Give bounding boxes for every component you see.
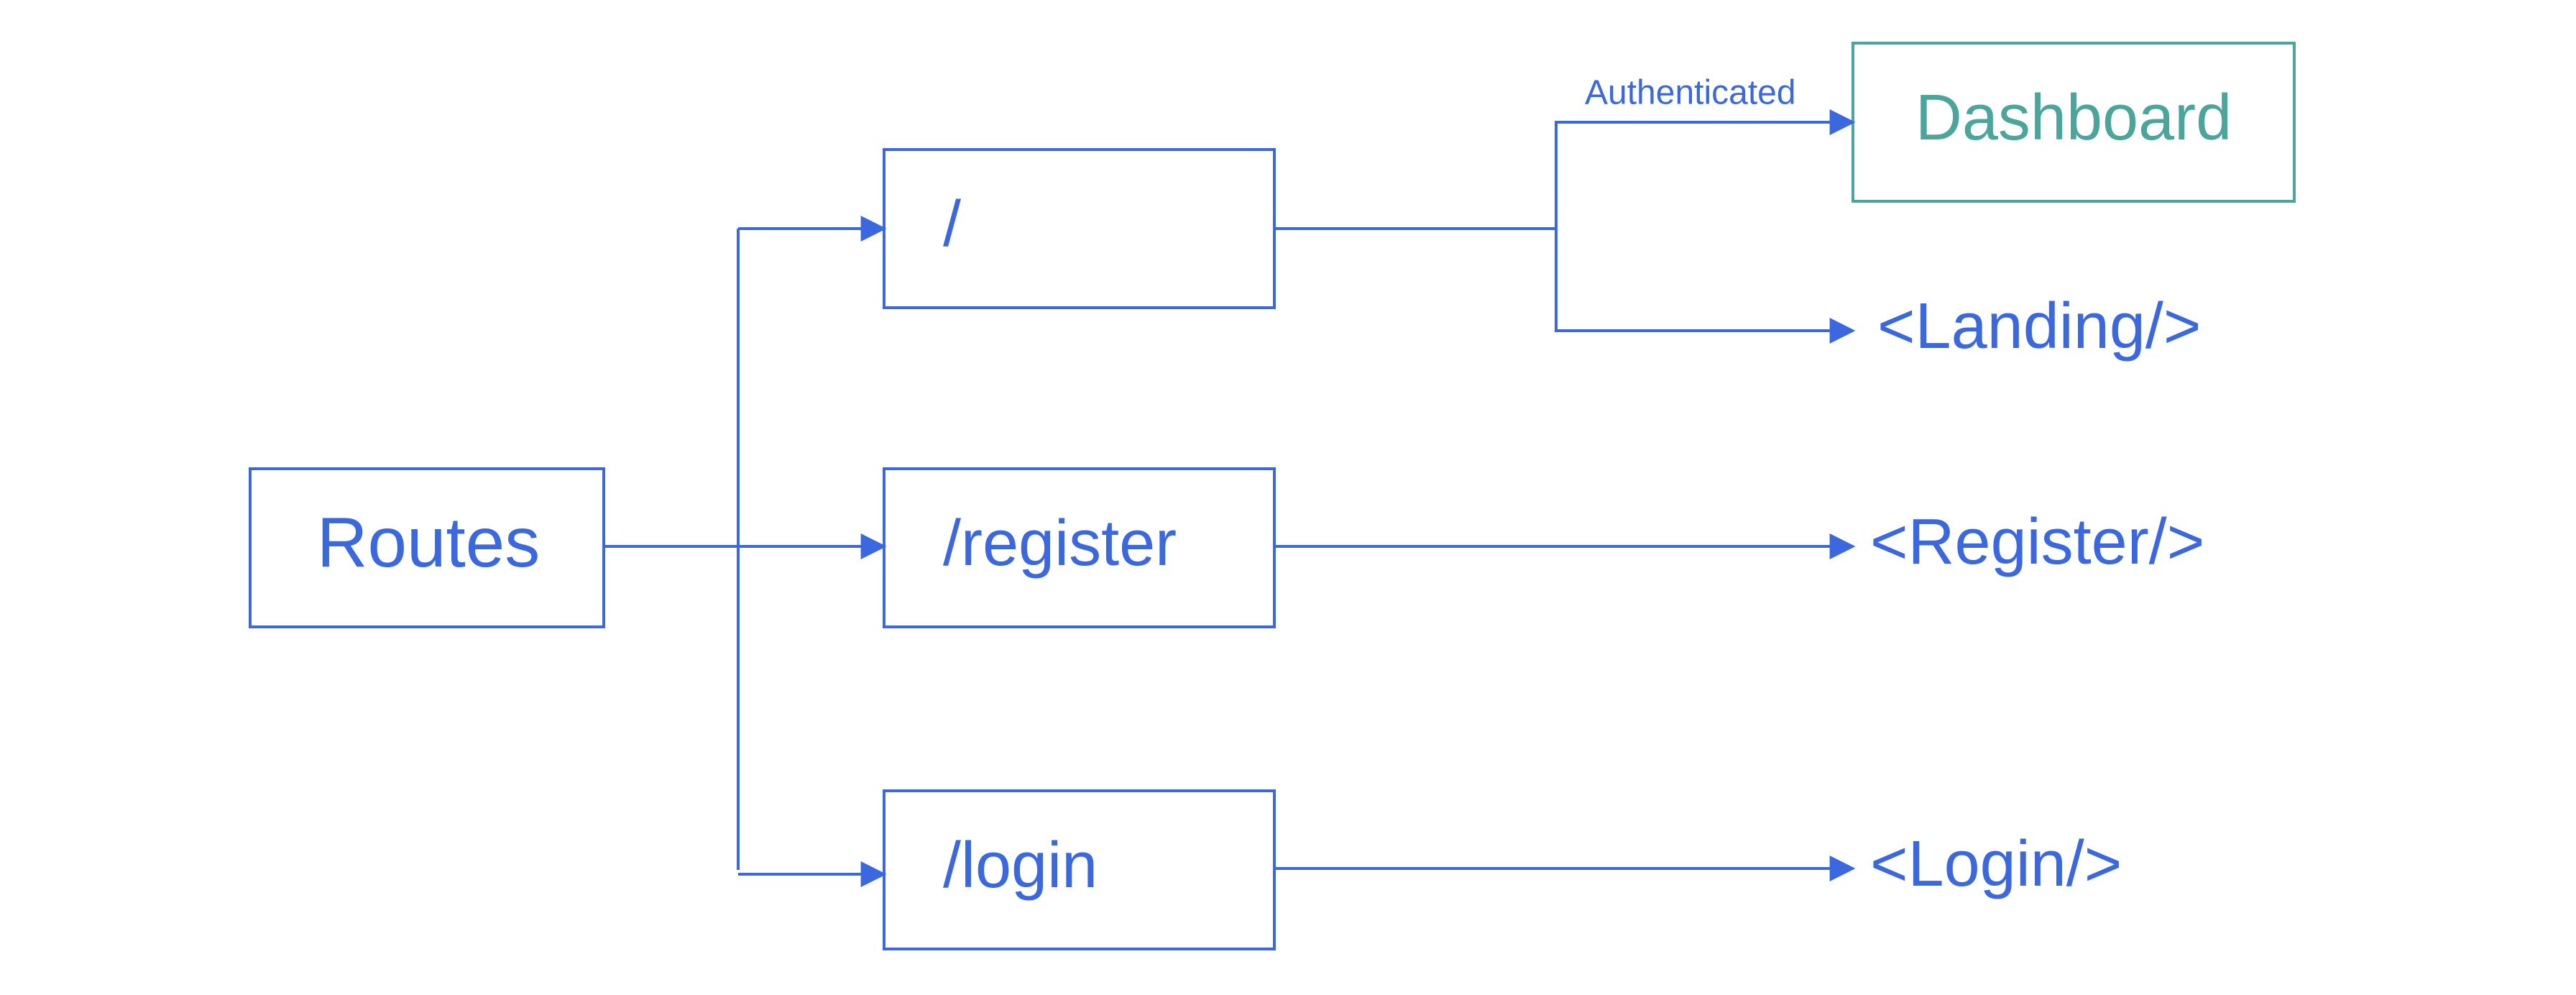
register-path-label: /register (943, 508, 1177, 579)
routes-label: Routes (317, 503, 540, 582)
root-path-label: / (943, 188, 961, 260)
dashboard-label: Dashboard (1915, 82, 2232, 154)
authenticated-label: Authenticated (1585, 74, 1796, 112)
login-component-label: <Login/> (1870, 828, 2122, 900)
login-path-label: /login (943, 830, 1098, 902)
register-component-label: <Register/> (1870, 506, 2204, 578)
landing-component-label: <Landing/> (1877, 290, 2201, 362)
